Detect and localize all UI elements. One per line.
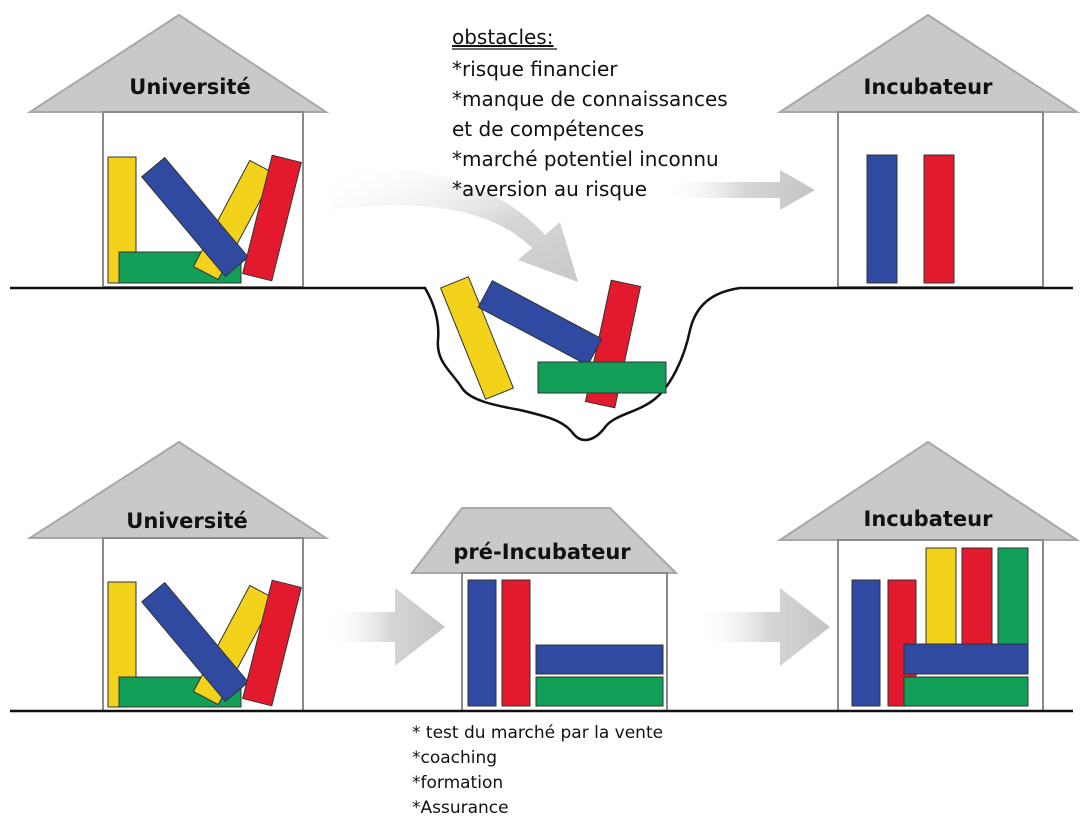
arrow-to-incubator-top [660, 170, 815, 210]
top-incubator-house: Incubateur [776, 13, 1081, 288]
block-red-tilted [242, 154, 302, 282]
block-red [923, 154, 955, 284]
block-red-upper [961, 547, 993, 645]
obstacles-heading: obstacles: [452, 25, 553, 49]
bottom-incubator-house: Incubateur [776, 440, 1081, 712]
block-yellow [925, 547, 957, 645]
block-blue-horizontal [903, 643, 1029, 675]
top-scenario: Université Incubateur [10, 13, 1081, 442]
block-green-fallen [537, 361, 667, 394]
house-label: Université [129, 75, 250, 99]
block-red [501, 579, 531, 707]
block-red-tilted [242, 579, 302, 707]
benefit-item: * test du marché par la vente [412, 723, 663, 743]
top-university-house: Université [26, 13, 330, 288]
house-label: Incubateur [864, 507, 994, 531]
block-green-upper [997, 547, 1029, 645]
block-blue [866, 154, 898, 284]
pre-incubator-house: pré-Incubateur [409, 507, 679, 712]
block-yellow-fallen [439, 276, 515, 400]
block-red [887, 579, 917, 707]
block-blue-tilted [141, 156, 249, 278]
arrow-to-incubator-bottom [695, 588, 830, 666]
obstacle-item: *marché potentiel inconnu [452, 147, 719, 171]
obstacles-list: obstacles: *risque financier *manque de … [452, 25, 728, 201]
curved-arrow-into-pit [330, 167, 578, 282]
fallen-blocks [439, 276, 667, 409]
obstacle-item: *manque de connaissances [452, 87, 728, 111]
benefit-item: *Assurance [412, 798, 509, 818]
obstacle-item: et de compétences [452, 117, 644, 141]
benefit-item: *coaching [412, 748, 497, 768]
block-blue-horizontal [535, 644, 664, 675]
block-green-horizontal [903, 676, 1029, 707]
house-label: pré-Incubateur [453, 540, 631, 564]
arrow-to-pre-incubator [325, 588, 445, 666]
obstacle-item: *aversion au risque [452, 177, 647, 201]
block-blue [851, 579, 881, 707]
block-blue [467, 579, 497, 707]
house-label: Université [126, 509, 247, 533]
house-label: Incubateur [864, 75, 994, 99]
benefit-item: *formation [412, 773, 503, 793]
bottom-university-house: Université [26, 440, 330, 712]
bottom-scenario: Université pré-Incubateur Incubateur [10, 440, 1081, 818]
obstacle-item: *risque financier [452, 57, 618, 81]
block-blue-fallen [477, 279, 603, 367]
ground-line-top [10, 286, 1073, 442]
block-blue-tilted [141, 581, 249, 703]
benefits-list: * test du marché par la vente *coaching … [412, 723, 663, 818]
block-green [535, 676, 664, 707]
